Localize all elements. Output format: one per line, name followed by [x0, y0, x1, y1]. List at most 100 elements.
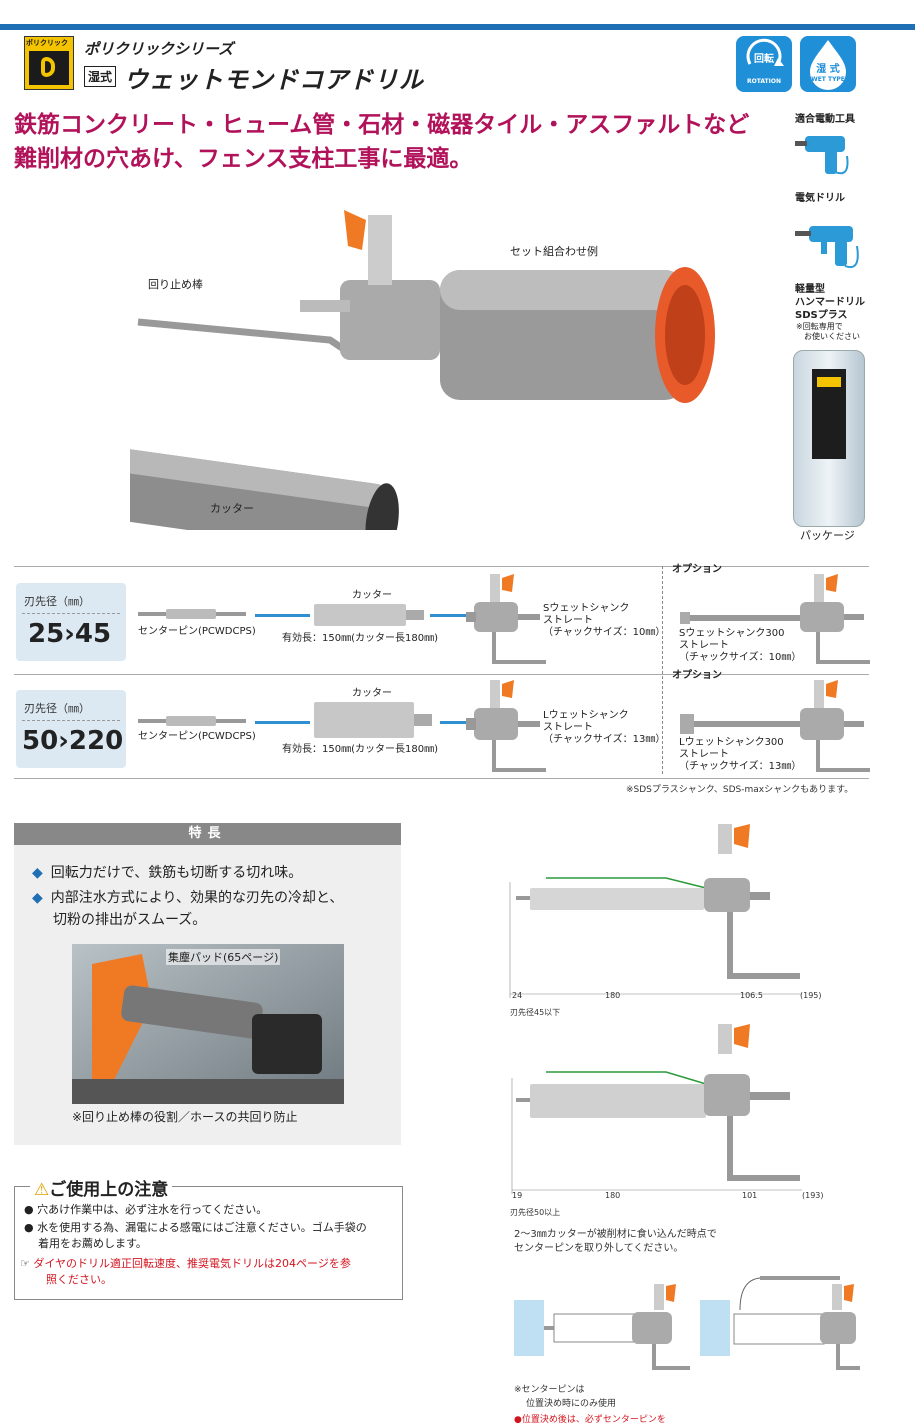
spec-row1-center-pin: センターピン(PCWDCPS): [138, 626, 256, 637]
feature-item-cont: 切粉の排出がスムーズ。: [53, 912, 207, 928]
series-name: ポリクリックシリーズ: [84, 40, 234, 58]
diagram1-dim-a: 24: [512, 991, 523, 1000]
product-photo: [130, 210, 715, 530]
pointing-hand-icon: ☞: [20, 1257, 30, 1270]
connector-line: [430, 614, 468, 617]
sds-note: ※SDSプラスシャンク、SDS-maxシャンクもあります。: [626, 785, 854, 795]
caution-item: ● 水を使用する為、漏電による感電にはご注意ください。ゴム手袋の: [24, 1221, 367, 1234]
feature-item: ◆内部注水方式により、効果的な刃先の冷却と、: [32, 890, 344, 906]
spec-row2-center-pin: センターピン(PCWDCPS): [138, 731, 256, 742]
l-wet-shank-icon: [466, 680, 546, 772]
diagram2-dim-b: 180: [605, 1191, 621, 1200]
spec-row1-shank: Sウェットシャンク ストレート （チャックサイズ：10㎜）: [543, 603, 666, 638]
diagram2-note: 刃先径50以上: [510, 1208, 561, 1217]
diagram2-dim-d: (193): [802, 1191, 824, 1200]
diagram1-dim-c: 106.5: [740, 991, 763, 1000]
diagram2-dim-a: 19: [512, 1191, 523, 1200]
caution-reference-cont: 照ください。: [46, 1273, 112, 1286]
wet-type-tag: 湿式: [84, 66, 117, 87]
electric-drill-label: 電気ドリル: [795, 193, 845, 204]
positioning-diagram-2: [700, 1276, 860, 1370]
spec-row1-option: Sウェットシャンク300 ストレート （チャックサイズ：10㎜）: [679, 628, 802, 663]
l-wet-shank-300-icon: [680, 680, 870, 772]
spec-row1-cutter-label: カッター: [352, 590, 392, 601]
spec-row1-label: 刃先径（㎜）: [24, 595, 90, 608]
brand-logo: [24, 36, 74, 90]
package-image: [793, 350, 865, 527]
spec-row2-bottom-rule: [14, 778, 869, 779]
water-swivel: [340, 280, 440, 360]
spec-row2-diameter-box: 刃先径（㎜） 50›220: [16, 690, 126, 768]
caution-reference: ☞ ダイヤのドリル適正回転速度、推奨電気ドリルは204ページを参: [20, 1257, 351, 1270]
option-divider: [662, 566, 663, 774]
diamond-bullet-icon: ◆: [32, 890, 43, 906]
center-pin-icon: [138, 609, 246, 619]
s-wet-shank-icon: [466, 574, 546, 664]
spec-row2-top-rule: [14, 674, 869, 675]
spec-row2-option-title: オプション: [672, 670, 722, 681]
cutter-50-220-icon: [314, 702, 432, 738]
spec-row1-range: 25›45: [28, 619, 112, 649]
spec-row1-option-title: オプション: [672, 564, 722, 575]
diamond-bullet-icon: ◆: [32, 865, 43, 881]
cutter-25-45-icon: [314, 604, 424, 626]
spec-row2-shank: Lウェットシャンク ストレート （チャックサイズ：13㎜）: [543, 710, 666, 745]
hammer-drill-note: ※回転専用で お使いください: [796, 322, 860, 341]
features-photo-note: ※回り止め棒の役割／ホースの共回り防止: [72, 1110, 298, 1124]
headline-line1: 鉄筋コンクリート・ヒューム管・石材・磁器タイル・アスファルトなど: [14, 112, 750, 138]
spec-row2-option: Lウェットシャンク300 ストレート （チャックサイズ：13㎜）: [679, 737, 802, 772]
water-nozzle: [368, 215, 392, 285]
rotation-label: 回転: [754, 54, 774, 65]
diagram2-dim-c: 101: [742, 1191, 758, 1200]
caution-item-cont: 着用をお薦めします。: [38, 1237, 147, 1250]
connector-line: [440, 721, 468, 724]
assembly-diagram-large: [511, 1024, 802, 1194]
caution-box: [14, 1186, 403, 1300]
cutter-label: カッター: [210, 502, 254, 515]
spec-row2-cutter-label: カッター: [352, 688, 392, 699]
feature-item: ◆回転力だけで、鉄筋も切断する切れ味。: [32, 865, 303, 881]
rotation-badge: 回転 ROTATION: [736, 36, 792, 92]
center-pin-warning: ●位置決め後は、必ずセンターピンを: [514, 1415, 666, 1425]
connector-line: [255, 614, 310, 617]
diagram1-note: 刃先径45以下: [510, 1008, 561, 1017]
center-pin-note: ※センターピンは 位置決め時にのみ使用: [514, 1385, 617, 1409]
dust-pad-label: 集塵パッド(65ページ): [166, 949, 281, 965]
instruction-text: 2～3㎜カッターが被削材に食い込んだ時点で センターピンを取り外してください。: [514, 1229, 717, 1254]
electric-drill-icon: [795, 136, 849, 175]
spec-row2-effective: 有効長：150㎜(カッター長180㎜): [282, 744, 438, 755]
s-wet-shank-300-icon: [680, 574, 870, 664]
warning-icon: ⚠: [34, 1180, 50, 1200]
wet-type-sub: WET TYPE: [811, 76, 845, 83]
compatible-tools-label: 適合電動工具: [795, 114, 855, 125]
features-heading: 特長: [14, 823, 401, 845]
cutter-face: [365, 483, 399, 530]
stop-rod-label: 回り止め棒: [148, 278, 203, 291]
valve-handle: [344, 210, 366, 250]
wet-type-label: 湿 式: [816, 64, 840, 75]
water-drop-icon: [810, 40, 846, 90]
spec-row1-top-rule: [14, 566, 869, 567]
package-label: パッケージ: [800, 529, 855, 542]
headline-line2: 難削材の穴あけ、フェンス支柱工事に最適。: [14, 146, 473, 172]
spec-row2-range: 50›220: [22, 726, 124, 756]
spec-row2-label: 刃先径（㎜）: [24, 702, 90, 715]
stop-rod: [137, 318, 347, 353]
top-accent-bar: [0, 24, 915, 30]
rotation-icon: [746, 38, 784, 66]
center-pin-icon: [138, 716, 246, 726]
headline: 鉄筋コンクリート・ヒューム管・石材・磁器タイル・アスファルトなど 難削材の穴あけ…: [14, 108, 749, 176]
connector-line: [255, 721, 310, 724]
diagram1-dim-b: 180: [605, 991, 621, 1000]
caution-title: ⚠ご使用上の注意: [30, 1175, 173, 1200]
assembly-diagram-small: [509, 824, 802, 998]
positioning-diagram-1: [514, 1284, 690, 1370]
dust-pad-photo: [72, 944, 344, 1104]
spec-row1-effective: 有効長：150㎜(カッター長180㎜): [282, 633, 438, 644]
hammer-drill-label: 軽量型 ハンマードリル SDSプラス: [795, 284, 865, 321]
caution-item: ● 穴あけ作業中は、必ず注水を行ってください。: [24, 1203, 268, 1216]
wet-type-badge: 湿 式 WET TYPE: [800, 36, 856, 92]
rotation-sub: ROTATION: [747, 78, 781, 85]
hammer-drill-icon: [795, 226, 859, 268]
page-title: ウェットモンドコアドリル: [124, 66, 424, 94]
